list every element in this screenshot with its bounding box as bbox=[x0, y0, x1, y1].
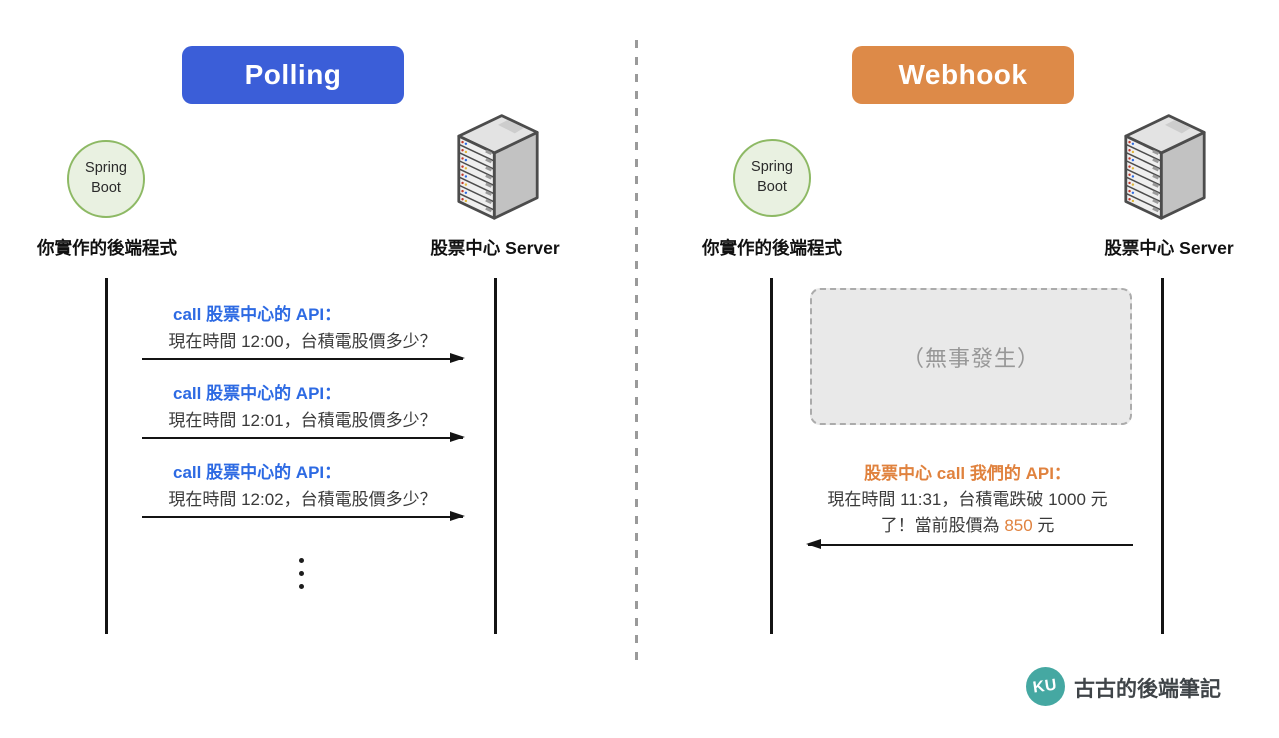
webhook-title: Webhook bbox=[898, 59, 1028, 90]
polling-message-3: call 股票中心的 API： 現在時間 12:02，台積電股價多少？ bbox=[142, 459, 465, 521]
client-actor-label-left: 你實作的後端程式 bbox=[37, 238, 177, 258]
client-actor-label-right: 你實作的後端程式 bbox=[702, 238, 842, 258]
polling-message-3-body: 現在時間 12:02，台積電股價多少？ bbox=[168, 490, 437, 509]
polling-message-1: call 股票中心的 API： 現在時間 12:00，台積電股價多少？ bbox=[142, 301, 465, 363]
webhook-message: 股票中心 call 我們的 API： 現在時間 11:31，台積電跌破 1000… bbox=[795, 460, 1140, 549]
panel-divider-dashed-line bbox=[635, 40, 638, 662]
polling-message-1-title: call 股票中心的 API： bbox=[173, 305, 342, 324]
server-lifeline-right bbox=[1161, 278, 1164, 634]
server-actor-label-left: 股票中心 Server bbox=[430, 238, 560, 258]
nothing-happens-text: （無事發生） bbox=[901, 345, 1040, 371]
ku-logo-initials: KU bbox=[1032, 675, 1059, 697]
spring-boot-label-line2: Boot bbox=[757, 179, 787, 195]
spring-boot-node-right: Spring Boot bbox=[733, 139, 811, 217]
server-lifeline-left bbox=[494, 278, 497, 634]
vertical-ellipsis-icon bbox=[299, 558, 304, 589]
server-actor-label-right: 股票中心 Server bbox=[1104, 238, 1234, 258]
callback-arrow bbox=[806, 539, 1133, 549]
ku-logo-icon: KU bbox=[1026, 667, 1065, 706]
spring-boot-label-line2: Boot bbox=[91, 180, 121, 196]
nothing-happens-box: （無事發生） bbox=[810, 288, 1132, 425]
price-highlight: 850 bbox=[1004, 516, 1033, 535]
spring-boot-label-line1: Spring bbox=[85, 160, 127, 177]
webhook-message-body-line1: 現在時間 11:31，台積電跌破 1000 元 bbox=[827, 490, 1108, 509]
webhook-message-body-line2: 了！當前股價為 850 元 bbox=[880, 516, 1055, 535]
polling-header-badge: Polling bbox=[182, 46, 404, 104]
polling-message-2-title: call 股票中心的 API： bbox=[173, 384, 342, 403]
polling-message-3-title: call 股票中心的 API： bbox=[173, 463, 342, 482]
request-arrow-2 bbox=[142, 432, 465, 442]
spring-boot-node-left: Spring Boot bbox=[67, 140, 145, 218]
client-lifeline-right bbox=[770, 278, 773, 634]
request-arrow-1 bbox=[142, 353, 465, 363]
polling-message-2-body: 現在時間 12:01，台積電股價多少？ bbox=[168, 411, 437, 430]
polling-title: Polling bbox=[244, 59, 342, 90]
request-arrow-3 bbox=[142, 511, 465, 521]
polling-message-1-body: 現在時間 12:00，台積電股價多少？ bbox=[168, 332, 437, 351]
polling-message-2: call 股票中心的 API： 現在時間 12:01，台積電股價多少？ bbox=[142, 380, 465, 442]
spring-boot-label-line1: Spring bbox=[751, 159, 793, 176]
server-icon bbox=[1124, 114, 1206, 220]
webhook-header-badge: Webhook bbox=[852, 46, 1074, 104]
brand-name: 古古的後端筆記 bbox=[1074, 678, 1221, 701]
webhook-message-title: 股票中心 call 我們的 API： bbox=[864, 464, 1071, 483]
server-icon bbox=[457, 114, 539, 220]
client-lifeline-left bbox=[105, 278, 108, 634]
